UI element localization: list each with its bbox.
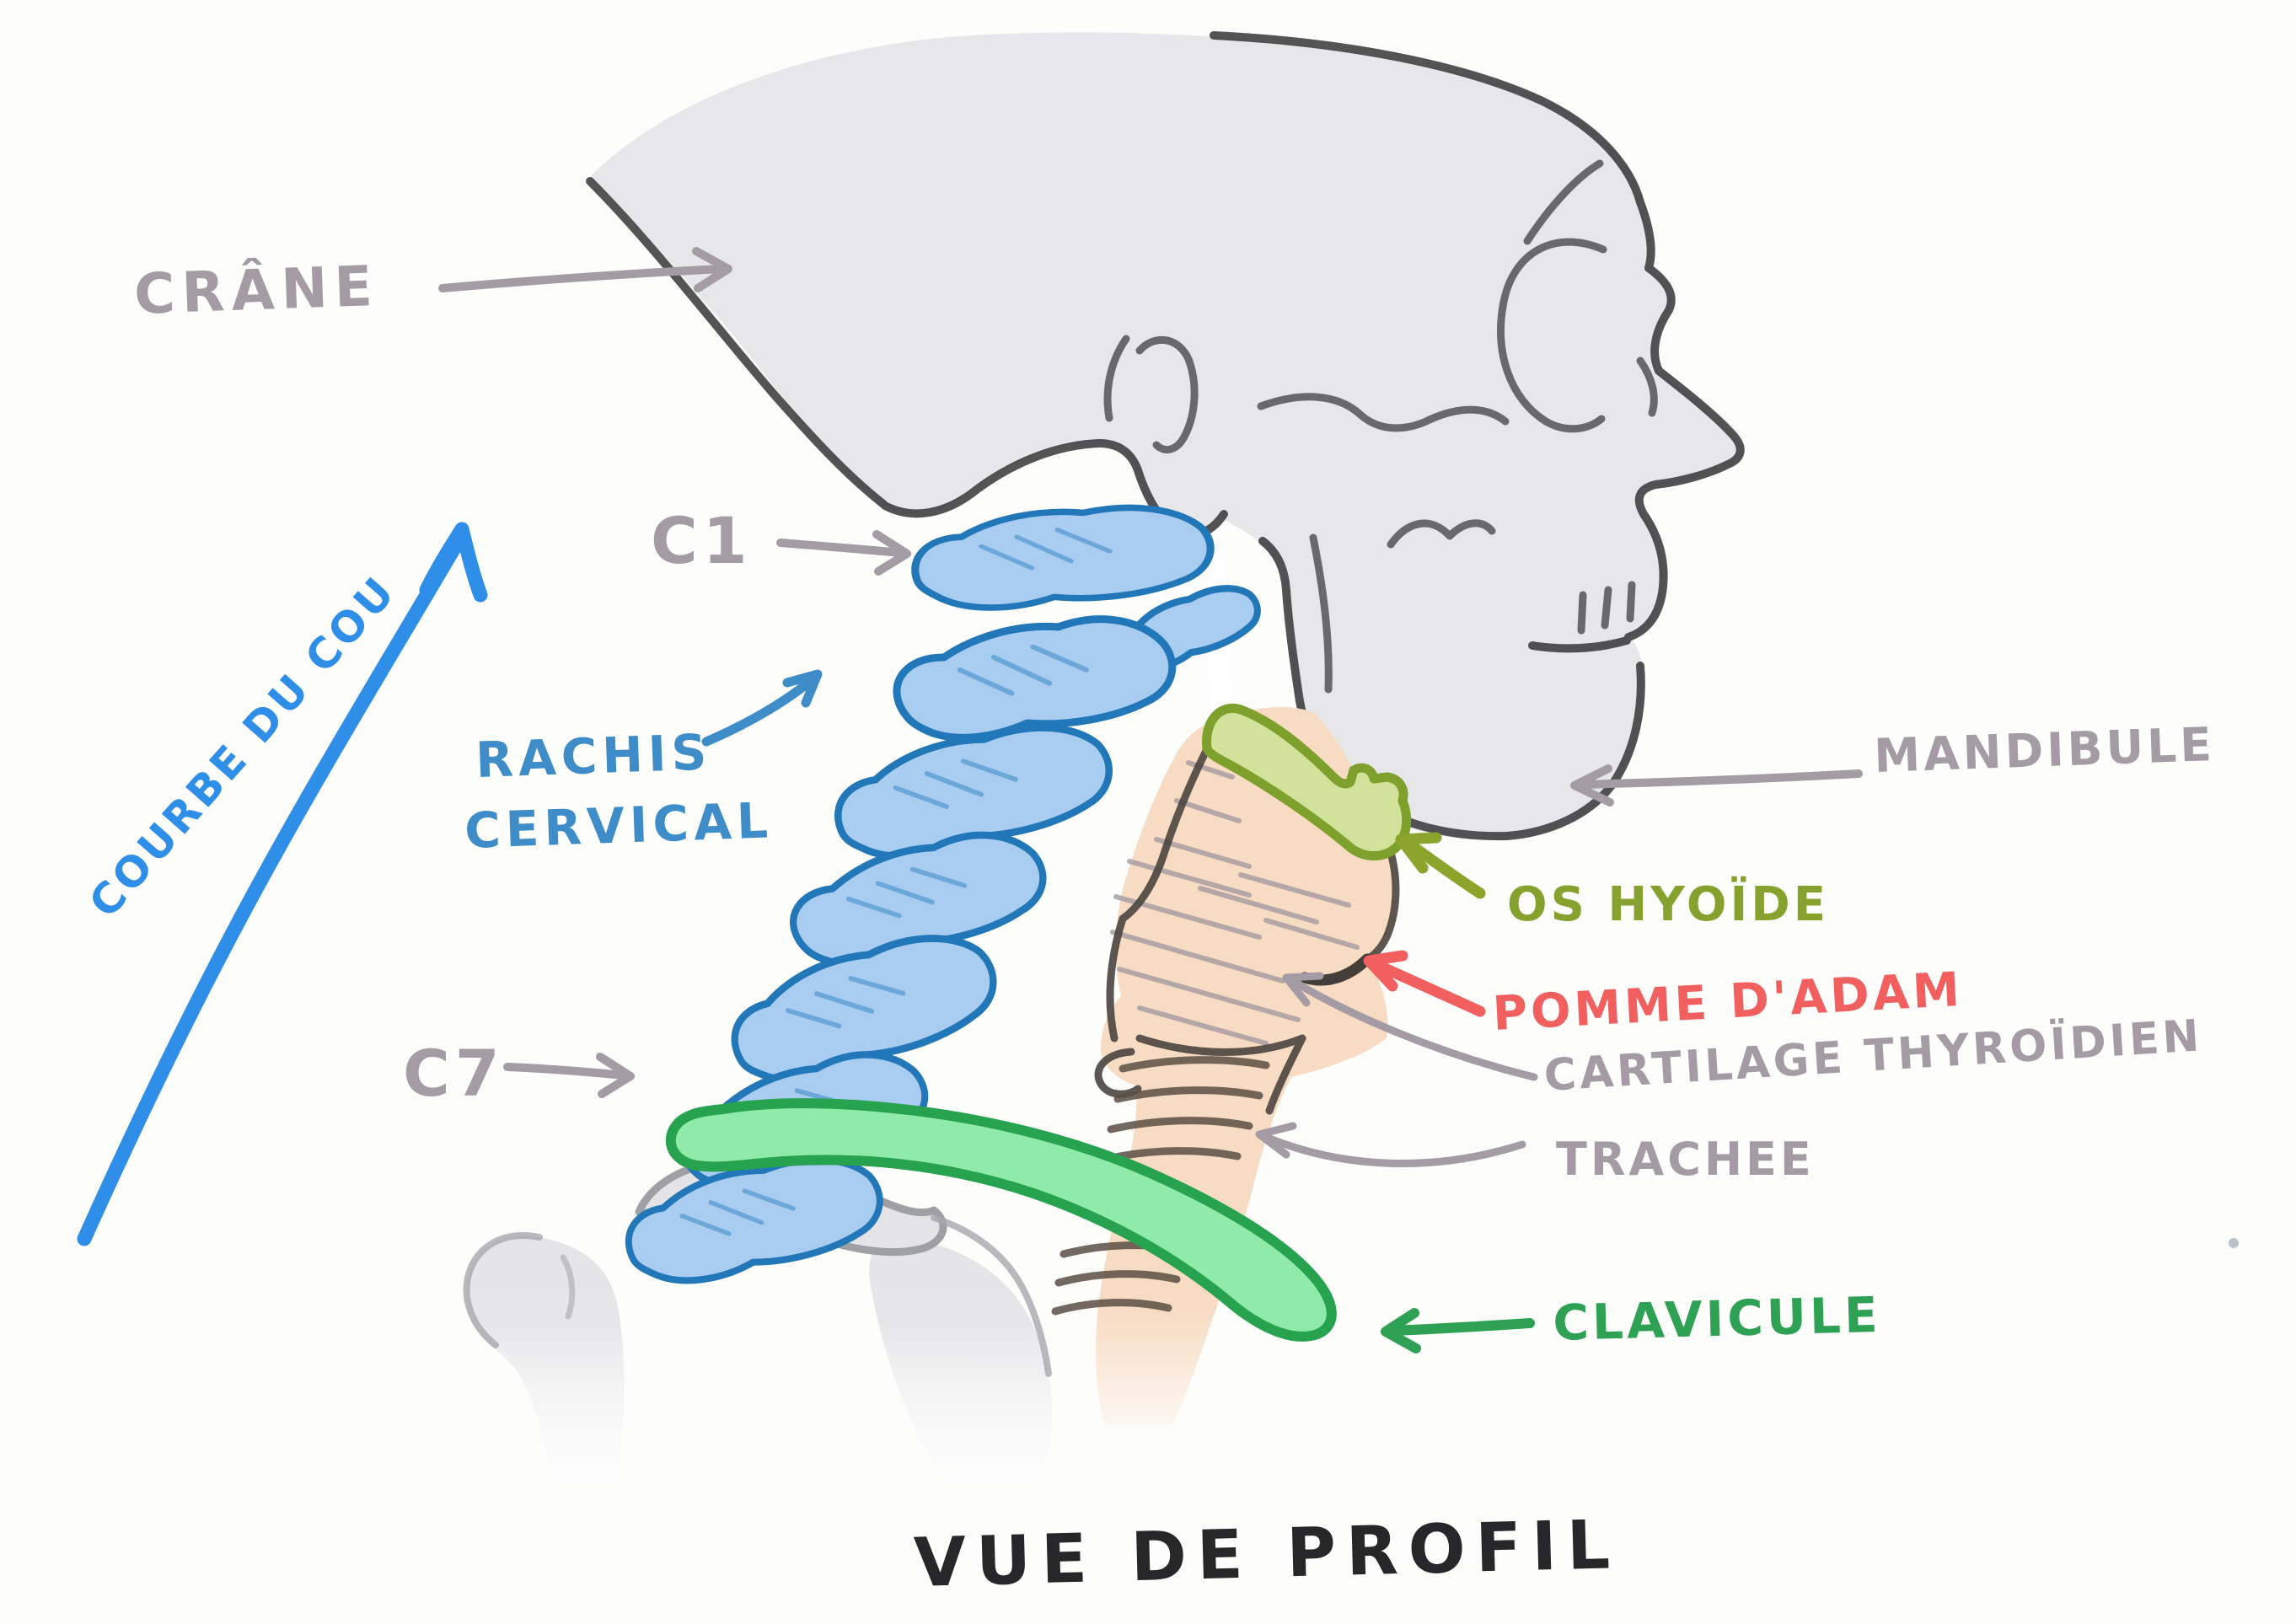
label-c7: C7 [403, 1036, 505, 1111]
scapula-wing [869, 1239, 1053, 1493]
label-rachis-line2: CERVICAL [464, 791, 774, 860]
teeth-lines [1577, 581, 1636, 635]
os-hyoide-arrow [1395, 832, 1486, 899]
trachee-leader [1255, 1122, 1526, 1168]
crane-arrow [438, 247, 732, 292]
zygomatic-arch-line [1257, 393, 1510, 432]
label-trachee: TRACHEE [1556, 1133, 1815, 1186]
label-rachis-line1: RACHIS [475, 723, 712, 789]
label-clavicule: CLAVICULE [1553, 1286, 1882, 1352]
ramus-front-line [1309, 533, 1333, 694]
clavicle-shape [665, 1098, 1337, 1342]
annotation-arrows [77, 247, 1863, 1353]
scapula-detail-line [560, 1254, 576, 1320]
mandibule-arrow [1570, 764, 1863, 807]
coronoid-notch-line [1387, 519, 1496, 549]
larynx-outline-strokes [1094, 719, 1400, 1115]
vertebra-c2 [893, 615, 1177, 742]
temple-line [1523, 159, 1604, 245]
hyoid-shape [1202, 703, 1412, 861]
skull-detail-strokes [1103, 159, 1658, 694]
cervical-spine [625, 504, 1261, 1284]
skull [586, 31, 1745, 841]
eye-socket-line [1497, 238, 1607, 433]
vertebra-c7 [625, 1156, 883, 1284]
ear-loop-line [1135, 335, 1199, 454]
label-courbe-du-cou: COURBE DU COU [79, 566, 405, 927]
hyoid-bone [1202, 703, 1412, 861]
label-mandibule: MANDIBULE [1873, 717, 2216, 783]
nasal-line [1636, 356, 1658, 417]
ear-front-line [1103, 335, 1130, 422]
skull-silhouette [590, 32, 1742, 840]
pomme-dadam-arrow [1363, 950, 1486, 1017]
label-c1: C1 [651, 503, 753, 578]
scapula-edge-line [463, 1214, 1052, 1377]
neck-curve-arrow [77, 522, 488, 1246]
label-crane: CRÂNE [133, 253, 380, 327]
c1-arrow [776, 530, 911, 576]
cartilage-thyroidien-leader [1282, 972, 1538, 1081]
cartilage-hatching [1110, 760, 1360, 1046]
scapula-blade [466, 1235, 625, 1500]
diagram-title: VUE DE PROFIL [913, 1505, 1621, 1602]
rachis-cervical-arrow [701, 669, 823, 747]
c7-arrow [503, 1053, 635, 1098]
vertebra-c1 [911, 504, 1215, 611]
clavicule-arrow [1381, 1308, 1535, 1353]
stray-dot [2229, 1238, 2239, 1248]
label-os-hyoide: OS HYOÏDE [1507, 877, 1829, 932]
clavicle [665, 1098, 1337, 1342]
